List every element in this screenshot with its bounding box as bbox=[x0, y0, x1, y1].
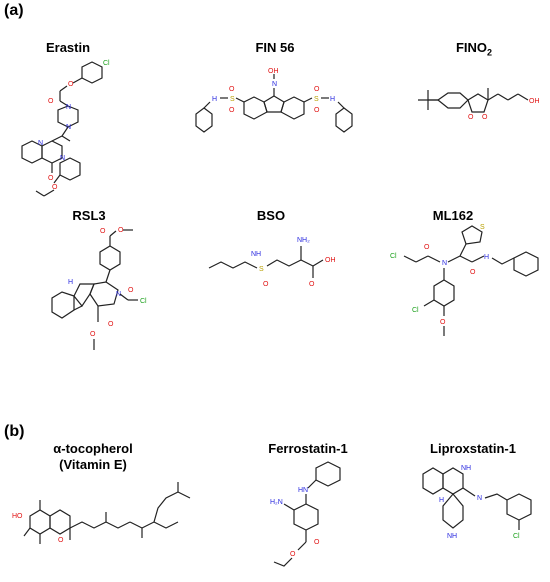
atom-n: N bbox=[60, 155, 65, 162]
atom-cl: Cl bbox=[140, 298, 147, 305]
atom-n: N bbox=[442, 260, 447, 267]
atom-hn: HN bbox=[298, 487, 308, 494]
structure-bso: S NH O NH₂ O OH bbox=[208, 237, 336, 288]
structure-liproxstatin: NH H N Cl NH bbox=[422, 465, 532, 540]
atom-o: O bbox=[128, 287, 134, 294]
atom-o: O bbox=[48, 98, 54, 105]
title-tocopherol-line1: α-tocopherol bbox=[53, 441, 133, 456]
atom-h: H bbox=[68, 279, 73, 286]
atom-o: O bbox=[68, 81, 74, 88]
atom-nh: H bbox=[484, 254, 489, 261]
title-ml162: ML162 bbox=[432, 208, 474, 223]
title-fin56: FIN 56 bbox=[255, 40, 295, 55]
atom-cl: Cl bbox=[390, 253, 397, 260]
atom-cl: Cl bbox=[513, 533, 520, 540]
title-fino2: FINO2 bbox=[456, 40, 492, 58]
title-erastin: Erastin bbox=[45, 40, 91, 55]
atom-o: O bbox=[468, 114, 474, 121]
title-ferrostatin: Ferrostatin-1 bbox=[268, 441, 348, 456]
atom-s: S bbox=[480, 224, 485, 231]
structure-tocopherol: HO O bbox=[12, 482, 191, 544]
atom-o: O bbox=[108, 321, 114, 328]
panel-label-b: (b) bbox=[4, 423, 25, 440]
atom-o: O bbox=[263, 281, 269, 288]
atom-nh: NH bbox=[461, 465, 471, 472]
atom-s: S bbox=[230, 96, 235, 103]
atom-o: O bbox=[470, 269, 476, 276]
atom-o: O bbox=[482, 114, 488, 121]
atom-o: O bbox=[100, 228, 106, 235]
atom-ho: HO bbox=[12, 513, 23, 520]
atom-oh: OH bbox=[268, 68, 279, 75]
atom-o: O bbox=[229, 107, 235, 114]
title-tocopherol-line2: (Vitamin E) bbox=[59, 457, 127, 472]
atom-s: S bbox=[314, 96, 319, 103]
atom-o: O bbox=[314, 86, 320, 93]
atom-n: N bbox=[66, 124, 71, 131]
atom-h: H bbox=[439, 497, 444, 504]
atom-s: S bbox=[259, 266, 264, 273]
atom-o: O bbox=[314, 107, 320, 114]
title-bso: BSO bbox=[256, 208, 286, 223]
atom-o: O bbox=[90, 331, 96, 338]
title-liproxstatin: Liproxstatin-1 bbox=[430, 441, 516, 456]
structure-fino2: O O OH bbox=[418, 88, 540, 121]
structure-ferrostatin: HN H₂N O O bbox=[270, 461, 341, 567]
atom-cl: Cl bbox=[103, 60, 110, 67]
atom-o: O bbox=[52, 184, 58, 191]
atom-o: O bbox=[290, 551, 296, 558]
atom-o: O bbox=[424, 244, 430, 251]
atom-o: O bbox=[118, 227, 124, 234]
atom-n: N bbox=[38, 140, 43, 147]
panel-label-a: (a) bbox=[4, 2, 24, 19]
atom-nh: H bbox=[212, 96, 217, 103]
atom-oh: OH bbox=[325, 257, 336, 264]
atom-n: N bbox=[272, 81, 277, 88]
atom-n: N bbox=[66, 104, 71, 111]
title-fino2-base: FINO bbox=[455, 40, 488, 55]
atom-oh: OH bbox=[529, 98, 540, 105]
atom-o: O bbox=[48, 175, 54, 182]
atom-cl: Cl bbox=[412, 307, 419, 314]
atom-nh: H bbox=[330, 96, 335, 103]
atom-nh2: NH₂ bbox=[297, 237, 310, 244]
atom-o: O bbox=[314, 539, 320, 546]
atom-nh: NH bbox=[447, 533, 457, 540]
structure-rsl3: O O N H O Cl O O bbox=[51, 227, 147, 350]
title-fino2-subscript: 2 bbox=[487, 47, 493, 58]
atom-o: O bbox=[309, 281, 315, 288]
atom-h2n: H₂N bbox=[270, 499, 283, 506]
title-tocopherol: α-tocopherol (Vitamin E) bbox=[53, 441, 133, 473]
atom-n: N bbox=[477, 495, 482, 502]
atom-nh: NH bbox=[251, 251, 261, 258]
atom-o: O bbox=[58, 537, 64, 544]
structure-erastin: Cl O O N N N N O O bbox=[21, 60, 110, 197]
atom-o: O bbox=[440, 319, 446, 326]
title-rsl3: RSL3 bbox=[72, 208, 106, 223]
structure-fin56: OH N S O O H S O O H bbox=[195, 68, 353, 133]
structure-ml162: S N O Cl O H Cl O bbox=[390, 224, 539, 336]
atom-o: O bbox=[229, 86, 235, 93]
atom-n: N bbox=[116, 291, 121, 298]
